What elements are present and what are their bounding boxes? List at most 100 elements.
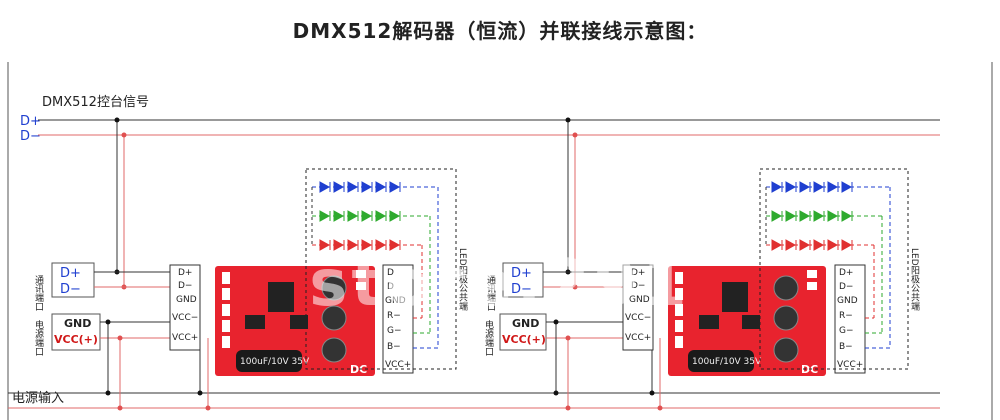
- left-header-pin: VCC+: [625, 333, 651, 343]
- power-port-gnd: GND: [512, 317, 539, 330]
- capacitor-label: 100uF/10V 35V: [692, 357, 762, 367]
- decoder-unit-1: 通讯端口 D+ D− 电源端口 GND VCC(+) D+ D− GND VCC…: [33, 117, 468, 411]
- left-header-pin: D−: [631, 281, 645, 291]
- dc-label: DC: [350, 363, 367, 376]
- left-header-pin: D+: [631, 268, 645, 278]
- right-header-block: [382, 264, 414, 374]
- board-terminal: [222, 336, 230, 348]
- right-header-pin: R−: [839, 311, 853, 321]
- signal-port-box: [51, 262, 95, 298]
- left-header-block: [622, 264, 654, 351]
- power-port-vcc: VCC(+): [502, 333, 546, 346]
- board-smd: [356, 270, 366, 278]
- led-string-red: [312, 239, 423, 319]
- board-capacitor: [688, 350, 754, 372]
- right-header-pin: R−: [387, 311, 401, 321]
- board-inductor: [321, 275, 347, 301]
- led-enclosure: [759, 168, 909, 370]
- bus-label-d-plus: D+: [20, 114, 41, 129]
- board-terminal: [222, 288, 230, 300]
- led-common-label: LED阳极公共端: [909, 248, 920, 312]
- board-smd: [807, 270, 817, 278]
- board-terminal: [675, 272, 683, 284]
- led-string-green: [766, 210, 883, 334]
- junction-dot: [565, 117, 571, 123]
- left-header-pin: VCC−: [625, 313, 651, 323]
- board-smd: [356, 282, 366, 290]
- signal-port-pin: D+: [511, 266, 532, 281]
- signal-port-label: 通讯端口: [33, 275, 44, 311]
- led-string-red: [766, 239, 875, 319]
- signal-port-label: 通讯端口: [485, 275, 496, 311]
- right-header-pin: VCC+: [385, 360, 411, 370]
- led-common-label: LED阳极公共端: [457, 248, 468, 312]
- right-header-block: [834, 264, 866, 374]
- board-inductor: [773, 275, 799, 301]
- signal-port-pin: D−: [511, 282, 532, 297]
- junction-dot: [657, 405, 663, 411]
- dmx-signal-label: DMX512控台信号: [42, 95, 149, 110]
- board-terminal: [222, 272, 230, 284]
- left-header-pin: VCC+: [172, 333, 198, 343]
- power-port-box: [499, 313, 547, 351]
- signal-port-box: [502, 262, 544, 298]
- left-header-pin: GND: [629, 295, 650, 305]
- board-terminal: [675, 320, 683, 332]
- right-header-pin: GND: [385, 296, 406, 306]
- junction-dot: [565, 335, 571, 341]
- right-header-pin: B−: [839, 342, 853, 352]
- right-header-pin: G−: [387, 326, 402, 336]
- left-header-pin: VCC−: [172, 313, 198, 323]
- right-header-pin: D−: [839, 282, 853, 292]
- left-header-pin: GND: [176, 295, 197, 305]
- led-enclosure: [305, 168, 457, 370]
- led-string-blue: [312, 181, 439, 349]
- junction-dot: [649, 390, 655, 396]
- power-port-box: [51, 313, 101, 351]
- board-smd: [807, 282, 817, 290]
- power-port-label: 电源端口: [483, 319, 494, 356]
- board-terminal: [675, 336, 683, 348]
- board-chip: [742, 315, 760, 329]
- power-input-label: 电源输入: [12, 390, 64, 406]
- board-capacitor: [236, 350, 302, 372]
- board-chip: [722, 282, 748, 312]
- left-header-pin: D−: [178, 281, 192, 291]
- junction-dot: [117, 335, 123, 341]
- junction-dot: [565, 405, 571, 411]
- board-chip: [699, 315, 719, 329]
- junction-dot: [105, 390, 111, 396]
- board-terminal: [675, 288, 683, 300]
- junction-dot: [553, 390, 559, 396]
- right-header-pin: D+: [839, 268, 853, 278]
- right-header-pin: G−: [839, 326, 854, 336]
- left-header-pin: D+: [178, 268, 192, 278]
- board-terminal: [222, 304, 230, 316]
- right-header-pin: D: [387, 268, 394, 278]
- board-chip: [290, 315, 308, 329]
- led-string-blue: [766, 181, 891, 349]
- capacitor-label: 100uF/10V 35V: [240, 357, 310, 367]
- right-header-pin: D: [387, 282, 394, 292]
- bus-label-d-minus: D−: [20, 129, 41, 144]
- board-terminal: [222, 320, 230, 332]
- junction-dot: [572, 132, 578, 138]
- board-inductor: [773, 305, 799, 331]
- power-port-vcc: VCC(+): [54, 333, 98, 346]
- signal-port-pin: D−: [60, 282, 81, 297]
- board-inductor: [321, 337, 347, 363]
- board-chip: [245, 315, 265, 329]
- board-inductor: [321, 305, 347, 331]
- junction-dot: [121, 132, 127, 138]
- watermark-text: store.291: [309, 247, 691, 321]
- board-chip: [268, 282, 294, 312]
- junction-dot: [114, 117, 120, 123]
- signal-port-pin: D+: [60, 266, 81, 281]
- junction-dot: [105, 319, 111, 325]
- right-header-pin: B−: [387, 342, 401, 352]
- junction-dot: [205, 405, 211, 411]
- junction-dot: [197, 390, 203, 396]
- diagram-title: DMX512解码器（恒流）并联接线示意图：: [293, 19, 708, 43]
- board-inductor: [773, 337, 799, 363]
